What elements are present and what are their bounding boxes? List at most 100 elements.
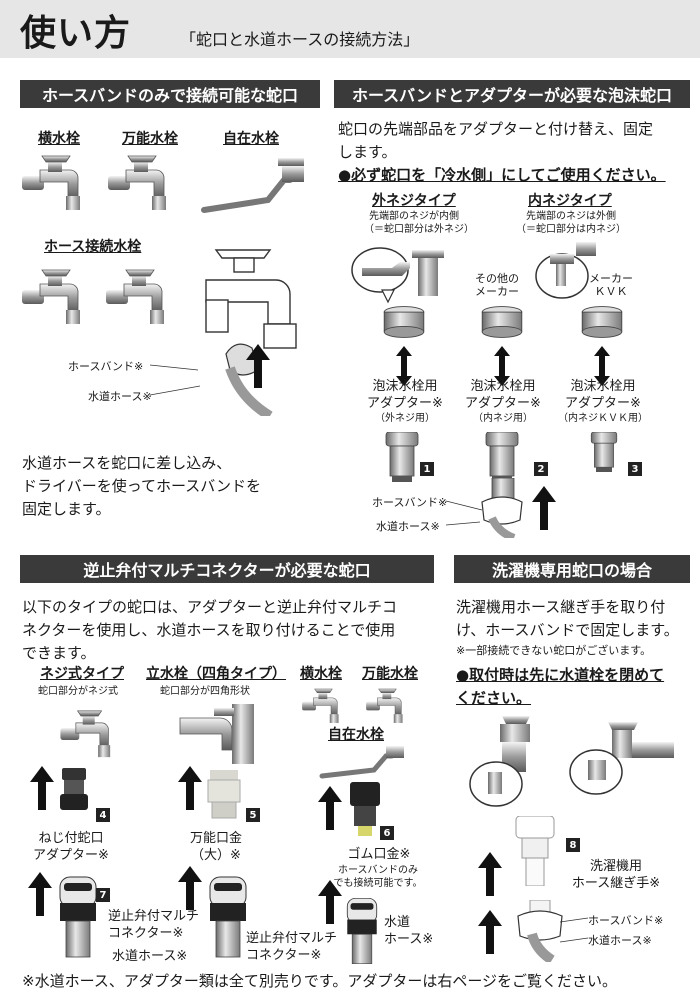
adapter3-number-badge: 3 [628, 462, 642, 476]
section2-header: ホースバンドとアダプターが必要な泡沫蛇口 [334, 80, 690, 108]
section1-header: ホースバンドのみで接続可能な蛇口 [20, 80, 320, 108]
outer-thread-label: 外ネジタイプ [372, 193, 456, 209]
page-subtitle: 「蛇口と水道ホースの接続方法」 [180, 30, 420, 49]
universal-nozzle-image [207, 770, 241, 819]
adapter2-name: 泡沫水栓用アダプター※ [465, 379, 541, 411]
up-arrow-icon-10 [478, 910, 502, 954]
screw-faucet-image [58, 704, 128, 764]
part8-name: 洗濯機用ホース継ぎ手※ [571, 859, 661, 891]
swivel-faucet-image [201, 158, 304, 213]
label-hose-faucet: ホース接続水栓 [44, 239, 142, 255]
up-arrow-icon-4 [178, 766, 202, 810]
part4-name: ねじ付蛇口アダプター※ [33, 831, 109, 863]
kvk-aerator-part [580, 304, 624, 340]
part6-note: ホースバンドのみでも接続可能です。 [333, 865, 423, 889]
adapter1-sub: （外ネジ用） [375, 413, 435, 424]
section1-desc-line2: ドライバーを使ってホースバンドを [22, 477, 261, 495]
hose-band-on-adapter-image [481, 478, 523, 538]
adapter3-name: 泡沫水栓用アダプター※ [565, 379, 641, 411]
outer-aerator-part [382, 304, 426, 340]
inner-thread-faucet-image [535, 242, 596, 299]
square-faucet-image [179, 704, 254, 764]
section4-note: ※一部接続できない蛇口がございます。 [456, 644, 652, 657]
horizontal-faucet-image [20, 148, 100, 218]
hose-label-3: 水道ホース※ [112, 949, 188, 964]
adapter1-image [382, 432, 422, 482]
adapter3-image [584, 432, 624, 472]
footer-note: ※水道ホース、アダプター類は全て別売りです。アダプターは右ページをご覧ください。 [22, 972, 618, 990]
inner-thread-note: 先端部のネジは外側（＝蛇口部分は内ネジ） [516, 211, 626, 235]
connector-image-2 [206, 872, 250, 962]
hose-label-4: 水道ホース※ [384, 915, 434, 947]
part5-name: 万能口金（大）※ [189, 831, 242, 863]
square-type-label: 立水栓（四角タイプ） [146, 666, 286, 682]
part7-number-badge: 7 [96, 888, 110, 902]
jizai-label-2: 自在水栓 [328, 727, 384, 743]
section3-desc-line2: ネクターを使用し、水道ホースを取り付けることで使用 [22, 621, 396, 639]
universal-faucet-image [106, 148, 186, 218]
section2-desc-line2: します。 [338, 143, 397, 161]
sec2-leader-lines [446, 500, 483, 526]
up-arrow-icon-5 [318, 786, 342, 830]
part5-number-badge: 5 [246, 808, 260, 822]
sec4-hose-band-label: ホースバンド※ [588, 914, 664, 927]
hose-faucet-image-2 [104, 262, 184, 332]
up-arrow-icon-9 [478, 852, 502, 896]
adapter2-image [482, 432, 522, 482]
up-arrow-icon-3 [30, 766, 54, 810]
washer-hose-image [517, 900, 563, 962]
square-type-note: 蛇口部分が四角形状 [160, 686, 250, 697]
label-yoko-suisen: 横水栓 [38, 131, 80, 147]
hose-faucet-image-1 [20, 262, 100, 332]
bannou-label-2: 万能水栓 [362, 666, 418, 682]
section4-header: 洗濯機専用蛇口の場合 [454, 555, 690, 583]
hose-label: 水道ホース※ [88, 390, 152, 403]
inner-thread-label: 内ネジタイプ [528, 193, 612, 209]
label-bannou-suisen: 万能水栓 [122, 131, 178, 147]
sec4-leader-lines [559, 917, 589, 943]
section1-desc-line3: 固定します。 [22, 500, 111, 518]
label-jizai-suisen: 自在水栓 [223, 131, 279, 147]
part6-number-badge: 6 [380, 826, 394, 840]
faucet-with-hose-illustration [205, 249, 297, 416]
page-title: 使い方 [20, 13, 132, 54]
section2-desc-line1: 蛇口の先端部品をアダプターと付け替え、固定 [338, 120, 654, 138]
section3-desc-line1: 以下のタイプの蛇口は、アダプターと逆止弁付マルチコ [22, 598, 398, 616]
section4-desc-line1: 洗濯機用ホース継ぎ手を取り付 [456, 598, 666, 616]
inner-aerator-part [480, 304, 524, 340]
bannou-faucet-image-2 [362, 684, 418, 728]
part6-name: ゴム口金※ [347, 847, 411, 862]
section2-warning: ●必ず蛇口を「冷水側」にしてご使用ください。 [338, 166, 666, 184]
hose-band-label: ホースバンド※ [68, 360, 144, 373]
screw-adapter-image [60, 768, 88, 810]
other-maker-label: その他のメーカー [475, 272, 519, 298]
outer-thread-faucet-image [351, 247, 444, 304]
up-arrow-icon-6 [28, 872, 52, 916]
yoko-faucet-image-2 [298, 684, 354, 728]
section1-desc-line1: 水道ホースを蛇口に差し込み、 [22, 454, 232, 472]
connector-image-1 [56, 872, 100, 962]
up-arrow-icon-2 [532, 486, 556, 530]
jizai-faucet-image-2 [319, 746, 404, 779]
sec2-hose-band-label: ホースバンド※ [372, 496, 448, 509]
header-bar [0, 0, 700, 58]
adapter3-sub: （内ネジＫＶＫ用） [558, 413, 648, 424]
sec2-hose-label: 水道ホース※ [376, 520, 440, 533]
adapter1-number-badge: 1 [420, 462, 434, 476]
connector-image-3 [344, 898, 380, 964]
adapter2-number-badge: 2 [534, 462, 548, 476]
part4-number-badge: 4 [96, 808, 110, 822]
rubber-nozzle-image [350, 782, 380, 836]
section4-desc-line2: け、ホースバンドで固定します。 [456, 621, 679, 639]
up-arrow-icon-8 [318, 880, 342, 924]
yoko-label-2: 横水栓 [300, 666, 342, 682]
connector-label-1: 逆止弁付マルチコネクター※ [108, 909, 200, 941]
screw-type-note: 蛇口部分がネジ式 [38, 686, 118, 697]
sec4-hose-label: 水道ホース※ [588, 934, 652, 947]
adapter2-sub: （内ネジ用） [473, 413, 533, 424]
leader-lines [150, 364, 201, 396]
washer-joint-image [515, 816, 555, 886]
washer-faucet-image-2 [569, 722, 674, 795]
up-arrow-icon [246, 344, 270, 388]
